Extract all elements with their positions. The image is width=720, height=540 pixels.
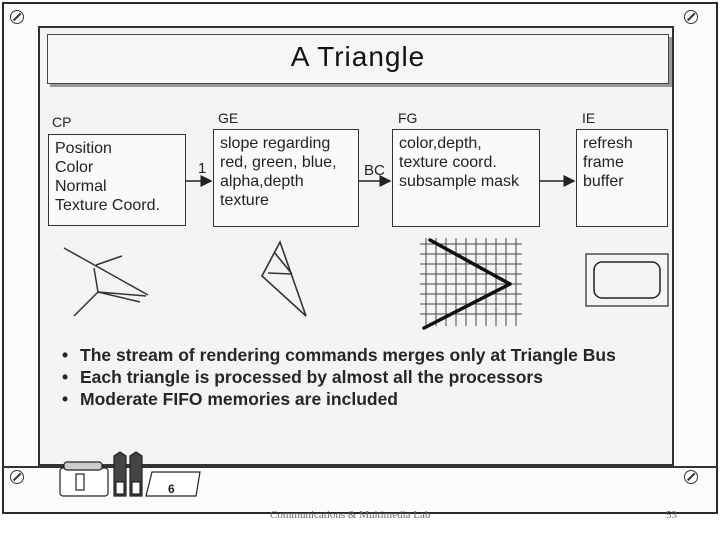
footer-lab-name: Communications & Multimedia Lab [270,509,431,521]
stage-label-fg: FG [398,110,418,126]
bullet-item: Each triangle is processed by almost all… [60,367,650,387]
bullet-item: Moderate FIFO memories are included [60,389,650,409]
slide-title: A Triangle [290,41,426,72]
tray-tag-number: 6 [168,482,175,496]
screw-icon [684,470,698,484]
stage-label-ge: GE [218,110,239,126]
screw-icon [684,10,698,24]
stage-box-ie: refresh frame buffer [576,129,668,227]
tray-items-illustration [59,451,201,497]
page-number: 53 [666,509,677,521]
stage-label-cp: CP [52,114,72,130]
screw-icon [10,470,24,484]
board-tray [2,466,718,514]
stage-box-ge: slope regarding red, green, blue, alpha,… [213,129,359,227]
monitor-screen-icon [585,253,669,307]
vertex-lines-illustration [63,247,149,317]
rasterization-grid-illustration [420,238,522,330]
stage-box-cp: Position Color Normal Texture Coord. [48,134,186,226]
bullet-item: The stream of rendering commands merges … [60,345,650,365]
bus-label-bc: BC [364,162,385,179]
stage-label-ie: IE [582,110,596,126]
bullet-list: The stream of rendering commands merges … [60,345,650,411]
stage-box-fg: color,depth, texture coord. subsample ma… [392,129,540,227]
bus-label-1: 1 [198,160,207,177]
title-banner: A Triangle [47,34,669,84]
triangle-illustration [261,240,307,317]
screw-icon [10,10,24,24]
